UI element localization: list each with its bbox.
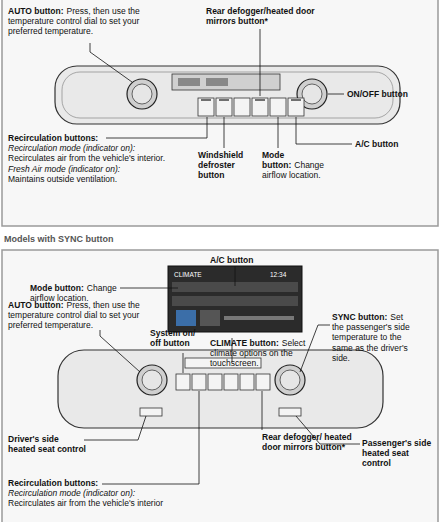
label-text: System on/ off button xyxy=(150,328,195,348)
label-text: Recirculates air from the vehicle's inte… xyxy=(8,498,208,508)
label-text: Recirculation mode (indicator on): xyxy=(8,143,186,153)
label-text: AUTO button: xyxy=(8,6,64,16)
label-text: A/C button xyxy=(210,255,253,265)
callout-label: Recirculation buttons:Recirculation mode… xyxy=(8,478,208,509)
callout-label: SYNC button:Set the passenger's side tem… xyxy=(332,312,412,363)
callout-label: A/C button xyxy=(210,255,280,265)
label-text: A/C button xyxy=(355,139,398,149)
touchscreen xyxy=(168,266,302,332)
callout-label: Driver's side heated seat control xyxy=(8,434,88,454)
callout-label: Recirculation buttons:Recirculation mode… xyxy=(8,133,186,184)
callout-label: Rear defogger/ heated door mirrors butto… xyxy=(262,432,358,452)
label-text: Passenger's side heated seat control xyxy=(362,438,431,468)
label-text: Rear defogger/ heated door mirrors butto… xyxy=(262,432,352,452)
callout-label: Passenger's side heated seat control xyxy=(362,438,436,469)
callout-label: AUTO button:Press, then use the temperat… xyxy=(8,300,160,331)
label-text: Recirculation buttons: xyxy=(8,133,186,143)
callout-label: CLIMATE button:Select climate options on… xyxy=(210,338,310,369)
label-text: Mode button: xyxy=(30,283,84,293)
callout-label: Models with SYNC button xyxy=(4,234,304,245)
callout-label: A/C button xyxy=(355,139,435,149)
panel-frame xyxy=(2,250,438,522)
label-text: ON/OFF button xyxy=(347,89,408,99)
label-text: SYNC button: xyxy=(332,312,387,322)
label-text: Recirculation mode (indicator on): xyxy=(8,488,208,498)
label-text: Windshield defroster button xyxy=(198,150,243,180)
callout-label: Rear defogger/heated door mirrors button… xyxy=(206,6,318,26)
callout-label: AUTO button:Press, then use the temperat… xyxy=(8,6,158,37)
label-text: Rear defogger/heated door mirrors button… xyxy=(206,6,315,26)
section-heading: Models with SYNC button xyxy=(4,234,114,244)
screen-text: 12:34 xyxy=(270,271,286,278)
label-text: Recirculates air from the vehicle's inte… xyxy=(8,153,186,163)
callout-label: 12:34 xyxy=(270,269,300,279)
label-text: CLIMATE button: xyxy=(210,338,279,348)
label-text: Driver's side heated seat control xyxy=(8,434,86,454)
callout-label: System on/ off button xyxy=(150,328,200,348)
callout-label: ON/OFF button xyxy=(347,89,435,99)
callout-label: CLIMATE xyxy=(174,269,234,279)
leader-line xyxy=(90,29,352,148)
screen-text: CLIMATE xyxy=(174,271,202,278)
leader-line xyxy=(84,266,360,484)
panel-frame xyxy=(2,0,438,226)
label-text: Fresh Air mode (indicator on): xyxy=(8,164,186,174)
label-text: Maintains outside ventilation. xyxy=(8,174,186,184)
callout-label: Mode button:Change airflow location. xyxy=(262,150,344,181)
label-text: Recirculation buttons: xyxy=(8,478,208,488)
label-text: Mode button: xyxy=(262,150,291,170)
callout-label: Windshield defroster button xyxy=(198,150,254,181)
label-text: AUTO button: xyxy=(8,300,64,310)
